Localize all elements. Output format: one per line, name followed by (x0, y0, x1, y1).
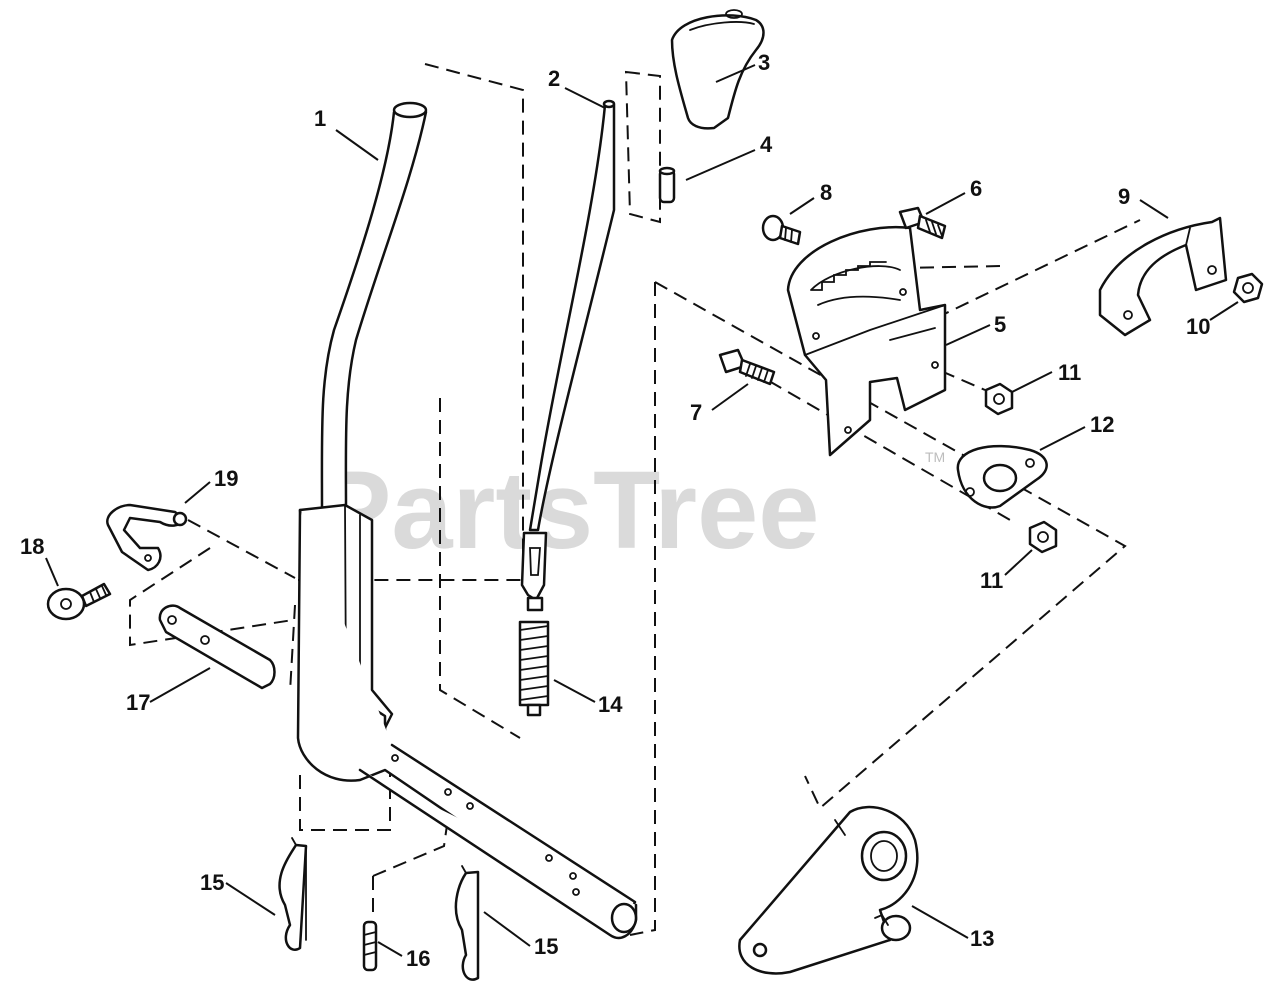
clevis-pin (362, 920, 378, 972)
callout-2: 2 (548, 66, 560, 91)
callout-labels: 1 2 3 4 5 6 7 8 9 10 11 11 12 13 14 15 1… (20, 50, 1210, 971)
leader-lines (45, 64, 1239, 957)
callout-11-lower: 11 (980, 568, 1003, 593)
u-bracket (106, 503, 188, 572)
shift-rod (520, 99, 616, 612)
hex-nut-10 (1232, 272, 1264, 304)
compression-spring (518, 620, 550, 717)
shift-knob (670, 9, 765, 130)
screw-18 (46, 582, 112, 621)
callout-16: 16 (406, 946, 430, 971)
lever-plate (738, 805, 919, 975)
shift-lever-tube (296, 101, 638, 940)
hex-nut-11-upper (984, 382, 1014, 416)
callout-11-upper: 11 (1058, 360, 1081, 385)
callout-4: 4 (760, 132, 773, 157)
callout-13: 13 (970, 926, 994, 951)
bolt-7 (718, 348, 776, 386)
hex-nut-11-lower (1028, 520, 1058, 554)
watermark: PartsTree (318, 449, 819, 572)
shift-plate (786, 225, 947, 457)
link-bar (158, 604, 276, 690)
callout-9: 9 (1118, 184, 1130, 209)
callout-5: 5 (994, 312, 1006, 337)
callout-8: 8 (820, 180, 832, 205)
callout-19: 19 (214, 466, 238, 491)
cover-bracket (1098, 216, 1228, 337)
callout-17: 17 (126, 690, 150, 715)
watermark-trademark: TM (925, 449, 945, 465)
callout-10: 10 (1186, 314, 1210, 339)
bolt-6 (898, 206, 947, 240)
flange-bearing (956, 444, 1048, 509)
callout-18: 18 (20, 534, 44, 559)
callout-15-left: 15 (200, 870, 224, 895)
callout-14: 14 (598, 692, 623, 717)
callout-6: 6 (970, 176, 982, 201)
callout-15-right: 15 (534, 934, 558, 959)
hairpin-clip-right (454, 865, 480, 981)
callout-3: 3 (758, 50, 770, 75)
hairpin-clip-left (278, 837, 308, 951)
callout-12: 12 (1090, 412, 1114, 437)
callout-7: 7 (690, 400, 702, 425)
callout-1: 1 (314, 106, 326, 131)
bolt-8 (761, 214, 802, 246)
roll-pin (658, 166, 676, 204)
